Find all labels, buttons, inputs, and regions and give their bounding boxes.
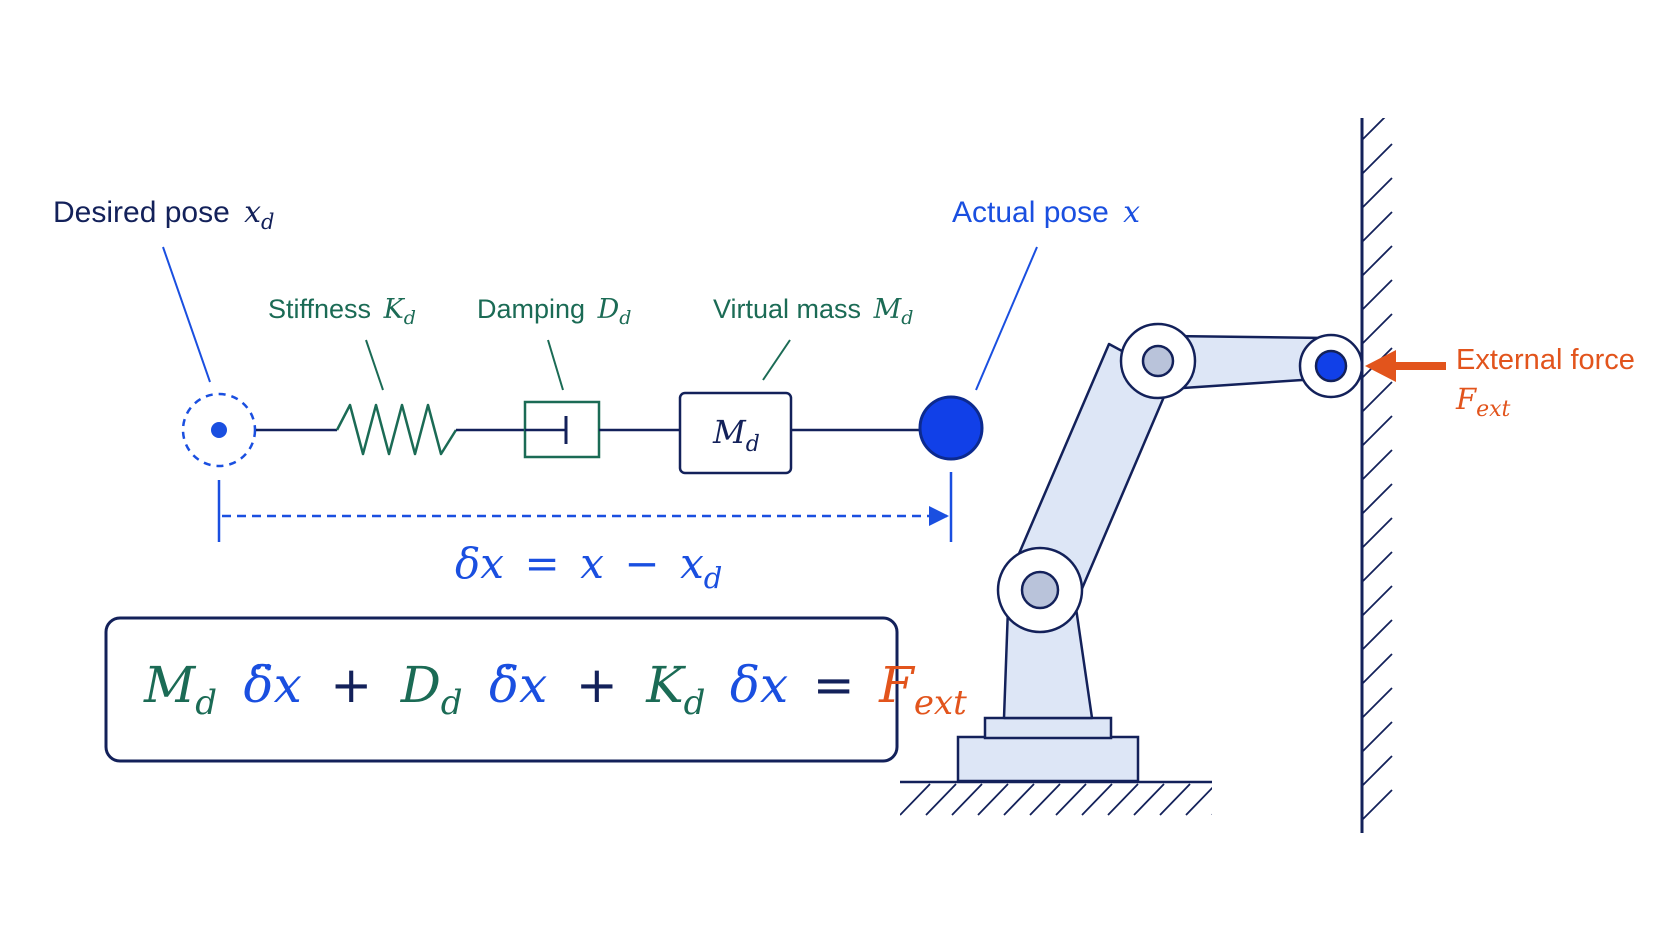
wall-hatch-line	[1362, 143, 1393, 175]
virtual-mass-leader	[762, 339, 791, 381]
robot-elbow-joint	[1119, 322, 1197, 400]
wall-hatch-line	[1362, 755, 1393, 787]
robot-end-effector	[1298, 333, 1364, 399]
external-force-arrow	[1365, 350, 1446, 382]
wall-hatch-line	[1362, 118, 1386, 141]
wall-hatch-line	[1362, 585, 1393, 617]
ground-hatch-line	[1029, 783, 1061, 816]
actual-pose-label: Actual pose x	[952, 195, 1140, 230]
stiffness-leader	[365, 339, 384, 391]
actual-pose-marker	[918, 395, 984, 461]
wall-hatch-line	[1362, 245, 1393, 277]
wall-hatch-line	[1362, 415, 1393, 447]
desired-pose-marker	[181, 392, 257, 468]
mass-box: Md	[678, 391, 793, 475]
external-force-label: External force	[1456, 344, 1635, 376]
ground-hatch-line	[1133, 783, 1165, 816]
wall-hatch-line	[1362, 279, 1393, 311]
ground-hatch-line	[951, 783, 983, 816]
wall-hatch-line	[1362, 551, 1393, 583]
wall-hatch-line	[1362, 687, 1393, 719]
wall	[1360, 118, 1393, 833]
stiffness-label: Stiffness Kd	[268, 294, 416, 329]
wall-hatch-line	[1362, 177, 1393, 209]
ground-hatch-line	[1055, 783, 1087, 816]
damping-label: Damping Dd	[477, 294, 631, 329]
ground-hatch-line	[900, 783, 931, 816]
impedance-equation: Md δ̈x + Dd δ̇x + Kd δx = Fext	[143, 656, 967, 725]
wall-hatch-line	[1362, 449, 1393, 481]
wall-hatch-line	[1362, 619, 1393, 651]
robot-base-plate	[983, 716, 1113, 740]
ground-hatch-line	[925, 783, 957, 816]
virtual-mass-label: Virtual mass Md	[713, 294, 913, 329]
spring-icon	[335, 403, 458, 456]
wall-hatch-line	[1362, 789, 1393, 821]
actual-pose-leader	[975, 246, 1038, 391]
robot-base	[956, 735, 1140, 783]
robot-shoulder-joint	[996, 546, 1084, 634]
ground-hatch-line	[1107, 783, 1139, 816]
ground	[900, 780, 1212, 816]
displacement-indicator	[217, 472, 953, 542]
ground-hatch-line	[1185, 786, 1212, 816]
damper-icon	[523, 400, 601, 459]
wall-hatch-line	[1362, 653, 1393, 685]
ground-hatch-line	[1159, 783, 1191, 816]
ground-hatch-line	[977, 783, 1009, 816]
desired-pose-leader	[162, 246, 211, 383]
wall-hatch-line	[1362, 313, 1393, 345]
ground-hatch-line	[1081, 783, 1113, 816]
ground-hatch-line	[1211, 813, 1212, 815]
wall-hatch-line	[1362, 483, 1393, 515]
damping-leader	[547, 339, 564, 391]
wall-hatch-line	[1362, 517, 1393, 549]
wall-hatch-line	[1362, 721, 1393, 753]
displacement-equation: δx = x − xd	[455, 539, 722, 595]
ground-hatch-line	[1003, 783, 1035, 816]
mass-box-label: Md	[712, 413, 760, 457]
external-force-symbol: Fext	[1455, 382, 1511, 422]
equation-box	[104, 616, 899, 763]
wall-hatch-line	[1362, 381, 1393, 413]
robot-arm	[956, 322, 1364, 783]
wall-hatch-line	[1362, 211, 1393, 243]
desired-pose-label: Desired pose xd	[53, 195, 274, 234]
